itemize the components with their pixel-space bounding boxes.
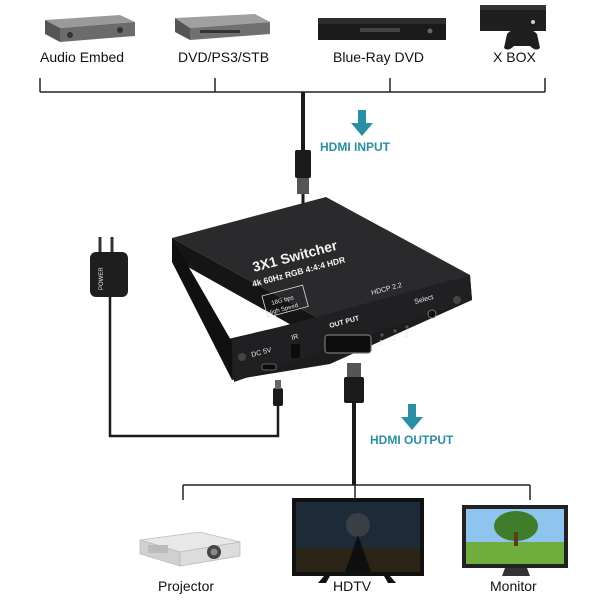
output-device-label-projector: Projector [158, 578, 215, 594]
switcher-led-2: 2 [392, 336, 396, 343]
switcher-led-3: 3 [404, 332, 408, 339]
output-device-label-monitor: Monitor [490, 578, 537, 594]
ir-sensor [291, 344, 300, 358]
hdmi-input-cable [295, 92, 311, 205]
hdmi-input-arrow-icon [351, 110, 373, 136]
input-device-label-dvd: DVD/PS3/STB [178, 49, 270, 65]
input-device-label-bluray: Blue-Ray DVD [333, 49, 425, 65]
switcher-select-label: Select [414, 294, 435, 306]
input-device-label-xbox: X BOX [493, 49, 536, 65]
hdmi-input-heading: HDMI INPUT [320, 140, 390, 154]
projector-icon [139, 531, 241, 567]
output-device-label-hdtv: HDTV [333, 578, 372, 594]
hdmi-output-cable [344, 363, 364, 485]
av-receiver-icon [45, 15, 135, 42]
monitor-icon [462, 505, 568, 576]
hdmi-output-port [324, 334, 372, 354]
hdmi-output-arrow-icon [401, 404, 423, 430]
xbox-console-icon [480, 5, 546, 50]
switcher-device [172, 197, 472, 382]
select-button [427, 309, 437, 319]
output-bus-lines [182, 484, 531, 500]
dvd-player-icon [175, 14, 270, 40]
input-device-label-audio-embed: Audio Embed [40, 49, 125, 65]
dc-port [261, 363, 277, 371]
hdtv-icon [292, 498, 424, 583]
power-adapter: POWER [90, 237, 283, 438]
bluray-player-icon [318, 18, 446, 40]
switcher-led-1: 1 [379, 340, 383, 347]
hdmi-output-heading: HDMI OUTPUT [370, 433, 454, 447]
switcher-badge-speed: 18G bps [271, 295, 294, 307]
input-bus-lines [39, 78, 546, 93]
switcher-ir-label: IR [291, 333, 300, 342]
svg-text:POWER: POWER [99, 267, 105, 290]
